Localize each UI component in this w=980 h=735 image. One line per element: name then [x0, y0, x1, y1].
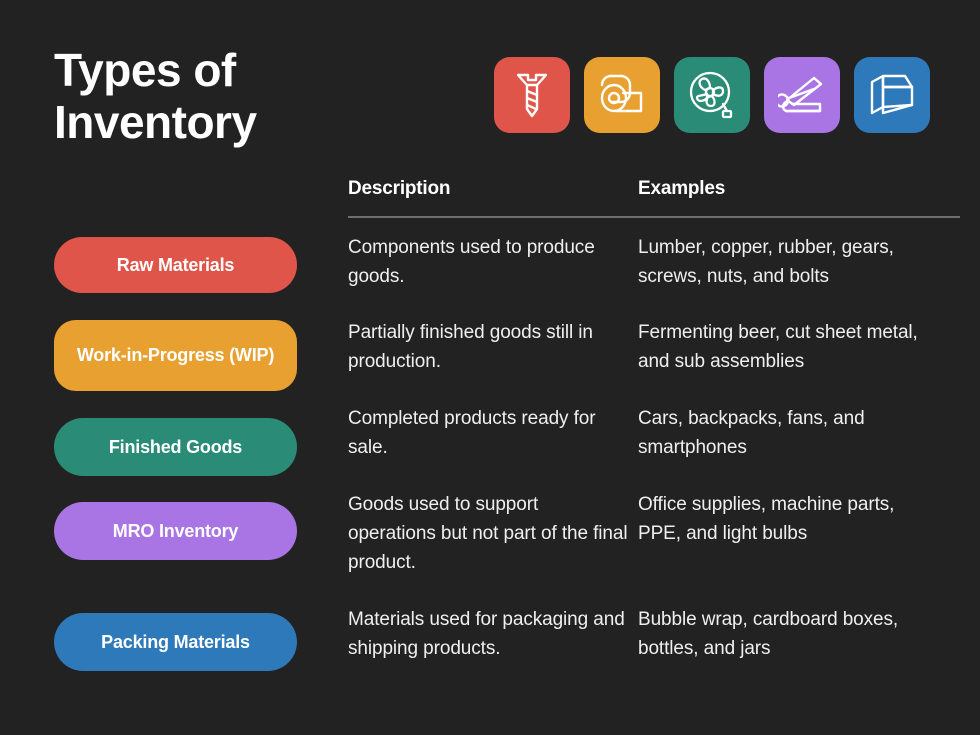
description-cell: Components used to produce goods.: [348, 237, 595, 287]
page-title-line-1: Types of: [54, 44, 236, 96]
column-header-examples: Examples: [638, 178, 726, 199]
examples-cell: Lumber, copper, rubber, gears, screws, n…: [638, 237, 894, 287]
icon-tile-tape-roll: [584, 57, 660, 133]
category-pill-label: MRO Inventory: [112, 520, 239, 541]
description-cell: Goods used to support operations but not…: [348, 494, 628, 573]
page-title-line-2: Inventory: [54, 96, 257, 148]
category-pill-work-in-progress[interactable]: Work-in-Progress (WIP): [54, 320, 297, 391]
fan-icon: [689, 71, 735, 119]
icon-tile-stapler: [764, 57, 840, 133]
category-pill-finished-goods[interactable]: Finished Goods: [54, 418, 297, 476]
examples-cell: Bubble wrap, cardboard boxes, bottles, a…: [638, 609, 899, 659]
page-title: Types of Inventory: [54, 44, 354, 148]
stapler-icon: [778, 74, 826, 116]
description-cell: Completed products ready for sale.: [348, 408, 596, 458]
open-box-icon: [869, 73, 915, 117]
screw-icon: [512, 71, 552, 119]
icon-tile-open-box: [854, 57, 930, 133]
description-cell: Partially finished goods still in produc…: [348, 322, 593, 372]
category-pill-label: Work-in-Progress (WIP): [76, 345, 275, 365]
icon-tile-screw: [494, 57, 570, 133]
examples-cell: Office supplies, machine parts, PPE, and…: [638, 494, 895, 544]
examples-cell: Cars, backpacks, fans, and smartphones: [638, 408, 865, 458]
tape-roll-icon: [599, 73, 645, 117]
header-divider: [348, 216, 960, 218]
category-pill-mro-inventory[interactable]: MRO Inventory: [54, 502, 297, 560]
category-pill-packing-materials[interactable]: Packing Materials: [54, 613, 297, 671]
examples-cell: Fermenting beer, cut sheet metal, and su…: [638, 322, 918, 372]
description-cell: Materials used for packaging and shippin…: [348, 609, 625, 659]
category-pill-label: Raw Materials: [116, 254, 235, 275]
column-header-description: Description: [348, 178, 451, 199]
category-pill-label: Finished Goods: [108, 436, 243, 457]
icon-tile-fan: [674, 57, 750, 133]
category-pill-raw-materials[interactable]: Raw Materials: [54, 237, 297, 293]
icon-row: [494, 57, 930, 133]
category-pill-label: Packing Materials: [101, 631, 250, 652]
